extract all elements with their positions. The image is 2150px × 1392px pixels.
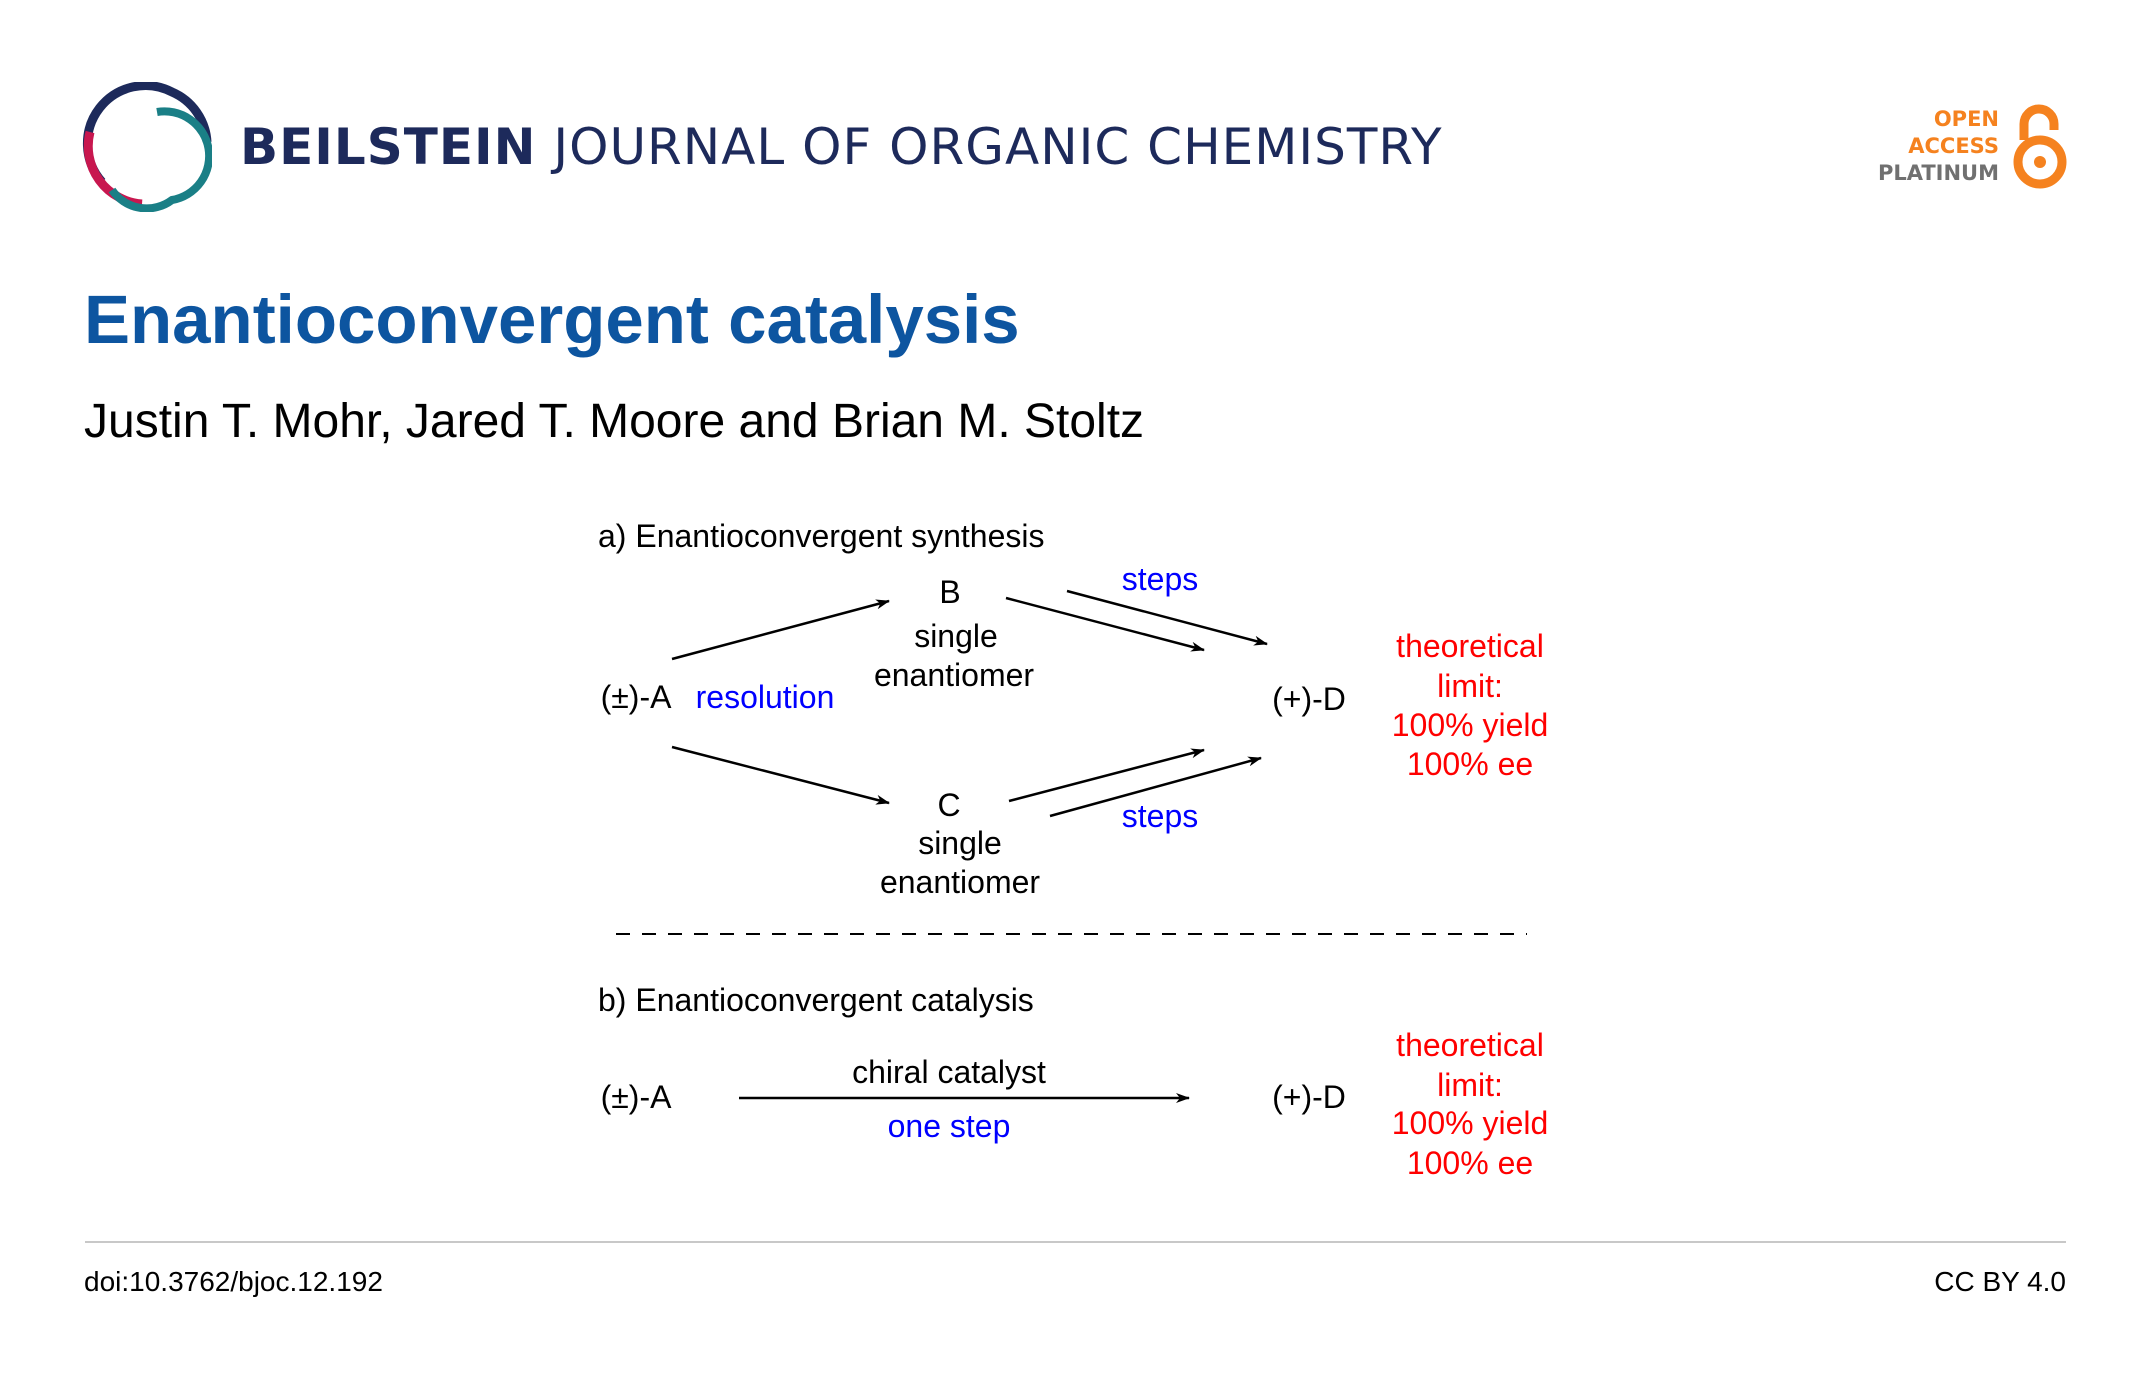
b-one-step: one step — [888, 1108, 1011, 1144]
article-title: Enantioconvergent catalysis — [84, 281, 1020, 358]
journal-name-rest: JOURNAL OF ORGANIC CHEMISTRY — [553, 118, 1443, 176]
b-limit-line: theoretical — [1396, 1027, 1544, 1063]
b-single: single — [914, 618, 998, 654]
b-limit-line: limit: — [1437, 1067, 1503, 1103]
journal-name-bold: BEILSTEIN — [240, 118, 537, 176]
a-resolution: resolution — [696, 679, 835, 715]
a-limit-line: 100% yield — [1392, 707, 1549, 743]
a-limit-line: 100% ee — [1407, 746, 1533, 782]
b-start: (±)-A — [601, 1079, 673, 1115]
b-limit-line: 100% ee — [1407, 1145, 1533, 1181]
oa-open: OPEN — [1933, 107, 1999, 131]
oa-platinum: PLATINUM — [1877, 161, 1999, 185]
c-enantiomer: enantiomer — [880, 864, 1040, 900]
panel-a-label: a) Enantioconvergent synthesis — [598, 518, 1044, 554]
doi: doi:10.3762/bjoc.12.192 — [84, 1266, 383, 1297]
b-theoretical-limit: theoretical limit: 100% yield 100% ee — [1392, 1027, 1549, 1181]
arrow-b-to-d-steps — [1066, 589, 1268, 646]
a-steps-bottom: steps — [1122, 798, 1198, 834]
arrow-c-to-d — [1008, 748, 1205, 803]
footer-divider — [85, 1241, 2066, 1243]
arrow-b-to-d — [1005, 596, 1205, 652]
a-limit-line: limit: — [1437, 668, 1503, 704]
journal-name: BEILSTEIN JOURNAL OF ORGANIC CHEMISTRY — [240, 118, 1443, 176]
a-limit-line: theoretical — [1396, 628, 1544, 664]
c-single: single — [918, 825, 1002, 861]
open-access-lock-icon — [2013, 104, 2067, 189]
arrow-a-to-b — [671, 599, 890, 661]
a-steps-top: steps — [1122, 561, 1198, 597]
c-label: C — [937, 787, 960, 823]
a-product: (+)-D — [1272, 681, 1346, 717]
arrow-a-to-c — [671, 745, 890, 805]
beilstein-logo — [82, 82, 212, 212]
oa-access: ACCESS — [1908, 134, 1999, 158]
b-enantiomer: enantiomer — [874, 657, 1034, 693]
b-limit-line: 100% yield — [1392, 1105, 1549, 1141]
a-start: (±)-A — [601, 679, 673, 715]
b-catalyst: chiral catalyst — [852, 1054, 1046, 1090]
article-authors: Justin T. Mohr, Jared T. Moore and Brian… — [84, 395, 1145, 448]
open-access-badge: OPEN ACCESS PLATINUM — [1878, 106, 1999, 187]
panel-b-label: b) Enantioconvergent catalysis — [598, 982, 1034, 1018]
b-label: B — [939, 574, 960, 610]
a-theoretical-limit: theoretical limit: 100% yield 100% ee — [1392, 628, 1549, 782]
arrow-c-to-d-steps — [1049, 756, 1262, 818]
b-product: (+)-D — [1272, 1079, 1346, 1115]
license: CC BY 4.0 — [1934, 1266, 2066, 1297]
